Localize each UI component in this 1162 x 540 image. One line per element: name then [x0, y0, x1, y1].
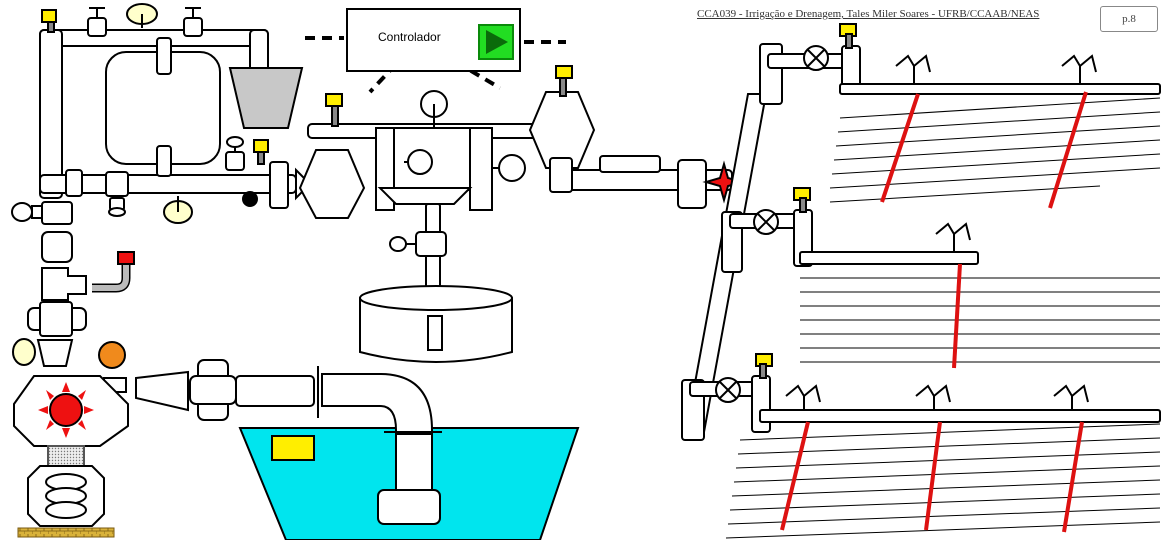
sensor-icon: [555, 65, 573, 97]
manual-valve-icon: [87, 7, 107, 37]
solenoid-valve-icon: [715, 377, 741, 403]
pressure-gauge-icon: [492, 154, 526, 182]
sprinkler-icon: [1053, 384, 1089, 410]
field-manifold: [681, 23, 1161, 441]
sprinkler-icon: [915, 384, 951, 410]
fertilizer-hopper: [228, 67, 304, 129]
pressure-gauge-icon: [404, 149, 433, 175]
document-header: CCA039 - Irrigação e Drenagem, Tales Mil…: [697, 8, 1040, 20]
solenoid-valve-icon: [803, 45, 829, 71]
sprinkler-icons: [785, 54, 1097, 410]
sensor-icon: [755, 353, 773, 379]
sprinkler-icon: [895, 54, 931, 84]
field-rows: [725, 97, 1161, 539]
sprinkler-icon: [935, 222, 971, 252]
brick-base: [17, 527, 115, 538]
sensor-icon: [325, 93, 343, 127]
pressure-gauge-icon: [420, 90, 448, 128]
motor-coil-icon: [27, 465, 105, 527]
check-valve-icon: [242, 191, 258, 207]
sensor-icon: [793, 187, 811, 213]
sprinkler-icon: [1061, 54, 1097, 84]
sensor-icon: [253, 139, 269, 165]
drip-laterals: [780, 91, 1088, 533]
page-number: p.8: [1100, 6, 1158, 32]
manual-valve-icon: [11, 202, 43, 222]
play-icon[interactable]: [478, 24, 514, 60]
float-sensor: [271, 435, 315, 461]
fitting-column: [11, 201, 135, 538]
manual-valve-icon: [108, 197, 126, 217]
sensor-icon: [839, 23, 857, 49]
pressure-gauge-icon: [163, 196, 193, 224]
manual-valve-icon: [183, 7, 203, 37]
manual-valve-icon: [389, 236, 416, 252]
sprinkler-icon: [785, 384, 821, 410]
suction-line: [135, 359, 580, 540]
pressure-gauge-icon: [126, 3, 158, 28]
controller-label: Controlador: [378, 30, 441, 44]
solenoid-valve-icon: [753, 209, 779, 235]
orange-gauge-icon: [98, 341, 127, 393]
injector-unit: [298, 65, 746, 363]
coupling: [47, 445, 85, 467]
pressure-gauge-icon: [12, 338, 36, 366]
manual-valve-icon: [225, 136, 245, 171]
filter-skid: [39, 3, 312, 224]
sensor-icon: [41, 9, 57, 33]
pump-motor: [13, 375, 129, 447]
